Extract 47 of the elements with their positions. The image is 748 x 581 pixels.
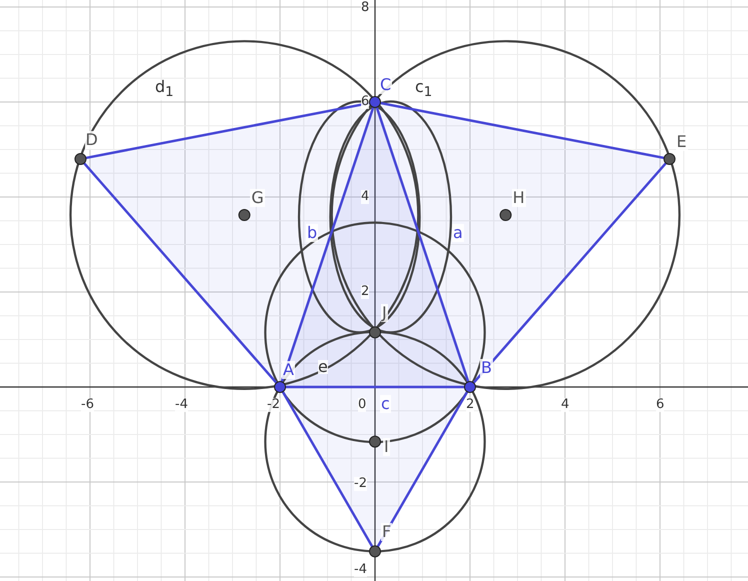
- point-marker: [238, 209, 250, 222]
- point-marker: [369, 326, 381, 338]
- axis-tick-label: 0: [358, 398, 366, 412]
- axis-tick-label: -2: [354, 477, 367, 491]
- segment: [376, 391, 468, 548]
- point-label: D: [84, 131, 99, 149]
- axis-tick-label: 6: [361, 95, 370, 109]
- point-label: C: [379, 76, 392, 94]
- circle-label: d$_{1}$: [155, 80, 174, 100]
- point-label: F: [381, 523, 392, 542]
- point-marker: [664, 153, 676, 165]
- segment: [380, 102, 664, 160]
- point-label: E: [676, 133, 688, 151]
- axis-tick-label: 6: [656, 398, 664, 412]
- axis-tick-label: -4: [175, 398, 188, 412]
- point-marker: [274, 381, 286, 393]
- circle-label: c$_{1}$: [415, 80, 432, 100]
- segment: [286, 386, 464, 388]
- point-label: G: [250, 189, 265, 208]
- point-marker: [369, 96, 381, 108]
- segment: [376, 106, 470, 382]
- point-label: J: [381, 304, 388, 322]
- point-marker: [369, 545, 381, 558]
- segment: [86, 102, 370, 160]
- point-label: H: [512, 189, 526, 208]
- axis-tick-label: 4: [361, 190, 370, 204]
- circle-label: e: [318, 360, 328, 374]
- point-marker: [369, 436, 381, 448]
- axis-tick-label: 2: [466, 398, 474, 412]
- point-label: A: [282, 361, 295, 379]
- point-marker: [500, 209, 512, 222]
- point-marker: [74, 153, 86, 165]
- segment: [83, 162, 278, 384]
- edge-label: c: [380, 395, 391, 413]
- point-marker: [464, 381, 476, 393]
- segment: [280, 106, 374, 382]
- axis-tick-label: -2: [267, 398, 280, 412]
- segment: [472, 162, 667, 384]
- point-label: B: [480, 359, 493, 377]
- segment: [282, 391, 374, 548]
- axis-tick-label: 2: [361, 285, 370, 299]
- edge-label: a: [452, 224, 464, 242]
- point-label: I: [383, 438, 390, 456]
- edge-label: b: [306, 224, 318, 242]
- axis-tick-label: -6: [81, 398, 94, 412]
- axis-tick-label: -4: [354, 563, 367, 577]
- axis-tick-label: 4: [561, 398, 570, 412]
